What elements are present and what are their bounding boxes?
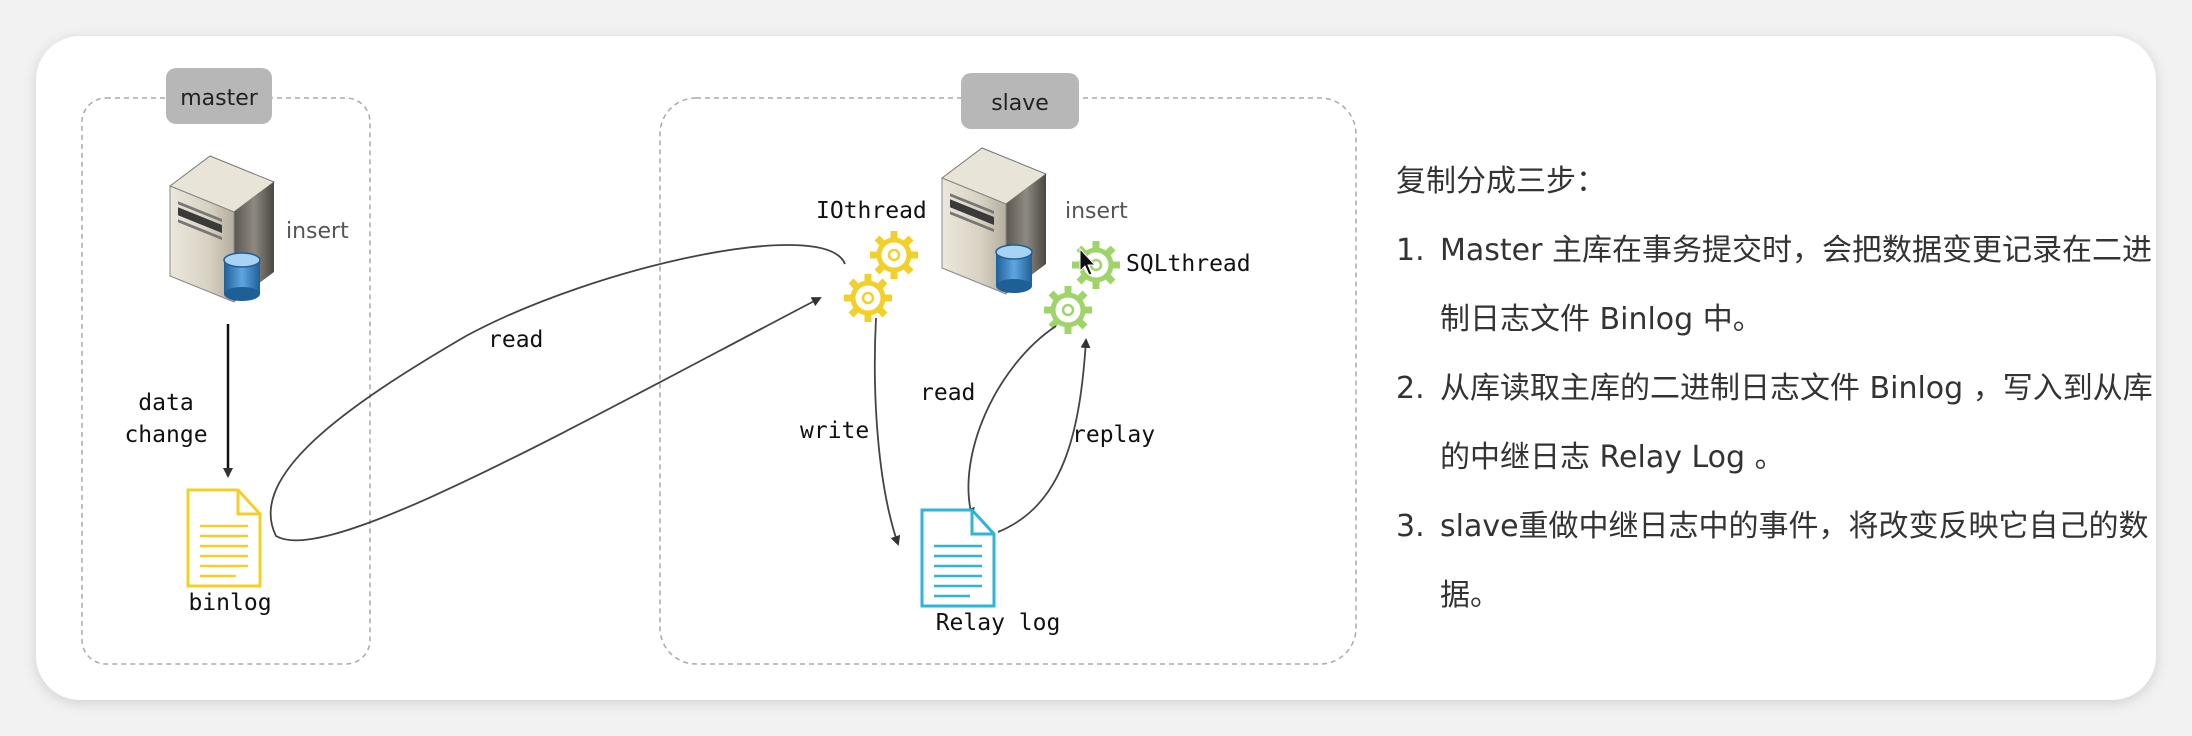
step-text: slave重做中继日志中的事件，将改变反映它自己的数据。 [1440, 509, 2149, 613]
master-label-box [166, 68, 272, 124]
sql-read-path [965, 325, 1057, 518]
write-label: write [800, 418, 869, 444]
master-label: master [180, 86, 259, 111]
mouse-cursor-icon [1079, 247, 1097, 276]
sql-thread-label: SQLthread [1126, 251, 1251, 277]
steps-intro: 复制分成三步： [1396, 164, 1606, 199]
slave-server-icon [941, 147, 1047, 295]
step-text: Master 主库在事务提交时，会把数据变更记录在二进制日志文件 Binlog … [1440, 233, 2152, 337]
write-path [873, 317, 901, 546]
relay-log-label: Relay log [936, 610, 1061, 636]
data-change-label-line2: change [124, 422, 207, 448]
slave-insert-label: insert [1065, 199, 1128, 224]
slave-label-box [961, 73, 1079, 129]
binlog-file-icon [186, 488, 262, 588]
io-thread-label: IOthread [816, 198, 927, 224]
step-text: 从库读取主库的二进制日志文件 Binlog ，写入到从库的中继日志 Relay … [1440, 371, 2153, 475]
step-number: 2. [1396, 371, 1425, 406]
binlog-label: binlog [188, 590, 271, 616]
sql-read-label: read [920, 380, 975, 406]
step-item-3: 3. slave重做中继日志中的事件，将改变反映它自己的数据。 [1396, 492, 2156, 630]
read-binlog-path [269, 244, 846, 542]
replay-path [997, 338, 1091, 533]
step-number: 1. [1396, 233, 1425, 268]
step-item-1: 1. Master 主库在事务提交时，会把数据变更记录在二进制日志文件 Binl… [1396, 216, 2156, 354]
read-binlog-label: read [488, 327, 543, 353]
step-item-2: 2. 从库读取主库的二进制日志文件 Binlog ，写入到从库的中继日志 Rel… [1396, 354, 2156, 492]
replication-steps: 复制分成三步： 1. Master 主库在事务提交时，会把数据变更记录在二进制日… [1396, 158, 2156, 630]
io-thread-gear-icon [844, 231, 918, 322]
steps-list: 1. Master 主库在事务提交时，会把数据变更记录在二进制日志文件 Binl… [1396, 216, 2156, 630]
replication-diagram: master slave insert data change binlog r… [81, 68, 1357, 665]
diagram-card: master slave insert data change binlog r… [36, 36, 2156, 700]
replay-label: replay [1072, 422, 1155, 448]
master-server-icon [169, 155, 275, 303]
relay-log-file-icon [920, 508, 996, 608]
master-insert-label: insert [286, 219, 349, 244]
data-change-label-line1: data [138, 390, 193, 416]
slave-label: slave [991, 91, 1049, 116]
step-number: 3. [1396, 509, 1425, 544]
slave-region [659, 97, 1357, 665]
